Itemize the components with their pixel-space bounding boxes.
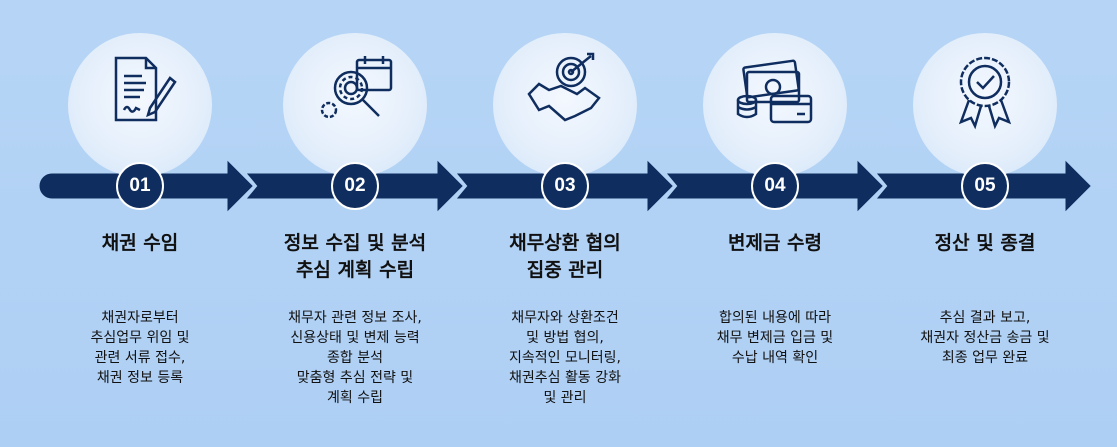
step-number-badge: 05 bbox=[961, 162, 1009, 210]
step-number-badge: 02 bbox=[331, 162, 379, 210]
step-number-badge: 03 bbox=[541, 162, 589, 210]
step-title: 변제금 수령 bbox=[727, 232, 822, 254]
icon-circle bbox=[283, 33, 427, 177]
magnifier-gear-calendar-icon bbox=[320, 56, 393, 119]
icon-circle bbox=[493, 33, 637, 177]
step-title: 채권 수임 bbox=[101, 232, 179, 254]
money-card-icon bbox=[736, 59, 813, 124]
step-number-badge: 01 bbox=[116, 162, 164, 210]
award-badge-icon bbox=[958, 56, 1012, 130]
document-pen-icon bbox=[114, 56, 177, 122]
step-number-badge: 04 bbox=[751, 162, 799, 210]
handshake-target-icon bbox=[527, 52, 601, 122]
step-title: 정산 및 종결 bbox=[934, 232, 1036, 254]
